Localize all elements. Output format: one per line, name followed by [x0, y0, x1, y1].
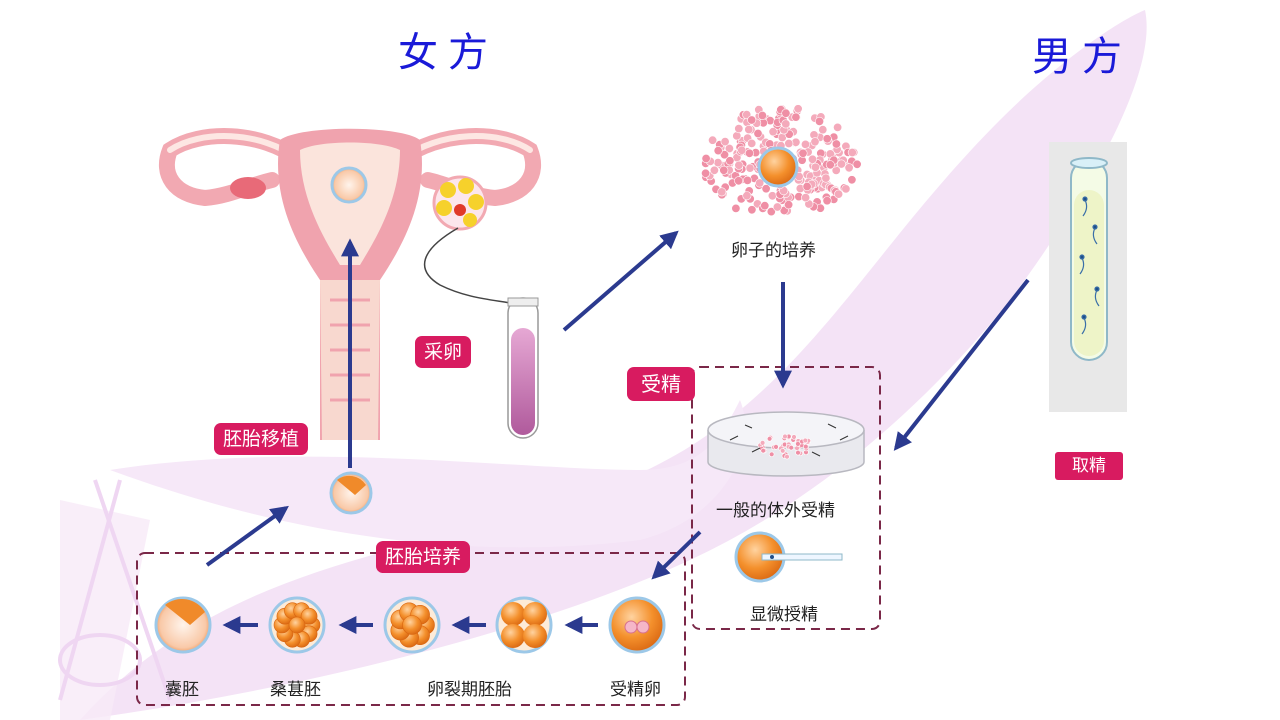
embryo-culture-box: [136, 552, 686, 706]
flow-arrows: [205, 230, 1030, 634]
cleavage-embryo: [383, 596, 441, 654]
embryo-culture-tag: 胚胎培养: [376, 541, 471, 573]
arrow-to-culture: [562, 230, 679, 332]
arrow-to-zygote: [651, 530, 702, 580]
fertilized-egg-caption: 受精卵: [610, 680, 661, 700]
male-side-heading: 男方: [1032, 34, 1132, 80]
background-swoosh: [58, 10, 1147, 720]
female-side-heading: 女方: [398, 30, 498, 76]
cleavage-embryo-caption: 卵裂期胚胎: [427, 680, 512, 700]
blastocyst: [154, 596, 212, 654]
arrow-to-transfer: [205, 505, 289, 567]
embryo-transfer-tag: 胚胎移植: [214, 423, 309, 455]
dish-cumulus: [757, 433, 811, 460]
arrow-sperm-in: [893, 278, 1030, 451]
morula: [268, 596, 326, 654]
ovary-follicles: [423, 175, 521, 306]
icsi-illustration: [734, 531, 843, 583]
four-cell-embryo: [495, 596, 553, 654]
dish-sperm: [729, 423, 849, 457]
icsi-caption: 显微授精: [750, 605, 818, 625]
fertilization-tag: 受精: [627, 367, 695, 401]
sperm-cells: [1079, 196, 1100, 335]
petri-dish: [707, 411, 865, 477]
cumulus-cell-cluster: [701, 104, 862, 217]
sperm-collection-tag: 取精: [1055, 452, 1123, 480]
egg-retrieval-tag: 采卵: [415, 336, 472, 368]
morula-caption: 桑葚胚: [270, 680, 321, 700]
conventional-ivf-caption: 一般的体外受精: [716, 501, 835, 521]
fertilization-box: [691, 366, 881, 630]
egg-test-tube: [507, 297, 539, 439]
sperm-test-tube: [1049, 142, 1127, 412]
transfer-blastocyst: [329, 471, 373, 515]
blastocyst-caption: 囊胚: [165, 680, 199, 700]
fertilized-egg: [608, 596, 666, 654]
egg-culture-caption: 卵子的培养: [731, 241, 816, 261]
